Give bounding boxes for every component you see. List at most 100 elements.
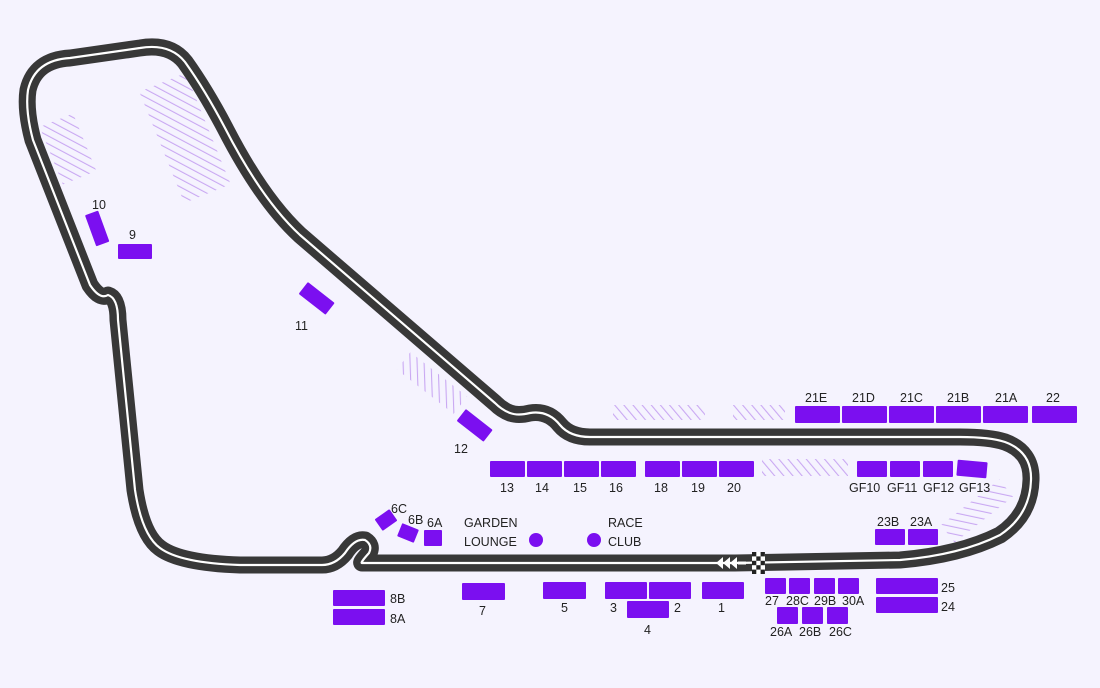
stand-label: 6A — [427, 516, 443, 530]
stand-23A[interactable] — [908, 529, 938, 545]
stand-label: 6B — [408, 513, 423, 527]
stand-label: 14 — [535, 481, 549, 495]
stand-19[interactable] — [682, 461, 717, 477]
stand-label: 19 — [691, 481, 705, 495]
stand-3[interactable] — [605, 582, 647, 599]
stand-2[interactable] — [649, 582, 691, 599]
stand-label: 23B — [877, 515, 899, 529]
hatched-area — [39, 113, 97, 185]
stand-label: 18 — [654, 481, 668, 495]
stand-label: 10 — [92, 198, 106, 212]
stand-label: 9 — [129, 228, 136, 242]
hatched-area — [139, 73, 231, 203]
stand-6A[interactable] — [424, 530, 442, 546]
stand-21B[interactable] — [936, 406, 981, 423]
stand-4[interactable] — [627, 601, 669, 618]
stand-label: 2 — [674, 601, 681, 615]
hatched-area — [762, 459, 848, 476]
stand-14[interactable] — [527, 461, 562, 477]
stand-GF12[interactable] — [923, 461, 953, 477]
stand-21C[interactable] — [889, 406, 934, 423]
stand-label: 25 — [941, 581, 955, 595]
stand-label: 30A — [842, 594, 865, 608]
garden-lounge-label: GARDEN — [464, 516, 517, 530]
stand-label: 21E — [805, 391, 827, 405]
stand-label: 5 — [561, 601, 568, 615]
stand-6B[interactable] — [397, 523, 419, 543]
stand-label: 26B — [799, 625, 821, 639]
hatched-area — [941, 479, 1013, 543]
hospitality: GARDEN LOUNGE RACE CLUB — [464, 516, 643, 549]
stand-label: 21A — [995, 391, 1018, 405]
stand-10[interactable] — [85, 210, 110, 247]
stand-label: 21C — [900, 391, 923, 405]
stand-label: 6C — [391, 502, 407, 516]
stand-label: 8A — [390, 612, 406, 626]
stand-21D[interactable] — [842, 406, 887, 423]
stand-15[interactable] — [564, 461, 599, 477]
stand-25[interactable] — [876, 578, 938, 594]
stand-label: 3 — [610, 601, 617, 615]
stand-GF10[interactable] — [857, 461, 887, 477]
stand-GF13[interactable] — [956, 459, 988, 479]
stand-8B[interactable] — [333, 590, 385, 606]
stand-label: 21D — [852, 391, 875, 405]
stand-11[interactable] — [299, 282, 335, 315]
race-track — [18, 38, 1040, 574]
stand-label: 24 — [941, 600, 955, 614]
stand-12[interactable] — [457, 409, 493, 442]
stand-28C[interactable] — [789, 578, 810, 594]
stand-label: 7 — [479, 604, 486, 618]
race-club-label: RACE — [608, 516, 643, 530]
stand-21A[interactable] — [983, 406, 1028, 423]
stand-26B[interactable] — [802, 607, 823, 624]
stand-22[interactable] — [1032, 406, 1077, 423]
stand-label: 21B — [947, 391, 969, 405]
hatched-areas — [39, 73, 1013, 543]
hatched-area — [396, 352, 468, 414]
stand-label: 4 — [644, 623, 651, 637]
stand-13[interactable] — [490, 461, 525, 477]
stand-9[interactable] — [118, 244, 152, 259]
stand-1[interactable] — [702, 582, 744, 599]
stand-label: 26C — [829, 625, 852, 639]
garden-lounge-marker[interactable] — [529, 533, 543, 547]
stand-label: 26A — [770, 625, 793, 639]
stand-8A[interactable] — [333, 609, 385, 625]
garden-lounge-label: LOUNGE — [464, 535, 517, 549]
stand-5[interactable] — [543, 582, 586, 599]
stand-label: 29B — [814, 594, 836, 608]
stand-label: 13 — [500, 481, 514, 495]
stand-7[interactable] — [462, 583, 505, 600]
stand-6C[interactable] — [375, 509, 398, 531]
stand-label: GF11 — [887, 481, 917, 495]
stand-21E[interactable] — [795, 406, 840, 423]
stand-30A[interactable] — [838, 578, 859, 594]
race-club-marker[interactable] — [587, 533, 601, 547]
stand-23B[interactable] — [875, 529, 905, 545]
finish-line-icon — [752, 552, 765, 574]
stand-label: 27 — [765, 594, 779, 608]
stand-label: 12 — [454, 442, 468, 456]
stand-20[interactable] — [719, 461, 754, 477]
stand-label: 28C — [786, 594, 809, 608]
stand-label: 16 — [609, 481, 623, 495]
stand-label: GF13 — [959, 481, 990, 495]
stand-label: 23A — [910, 515, 933, 529]
stand-label: 22 — [1046, 391, 1060, 405]
stand-label: GF10 — [849, 481, 880, 495]
stand-label: GF12 — [923, 481, 954, 495]
direction-arrows-icon — [716, 557, 746, 569]
stand-24[interactable] — [876, 597, 938, 613]
race-club-label: CLUB — [608, 535, 641, 549]
stand-26A[interactable] — [777, 607, 798, 624]
stand-GF11[interactable] — [890, 461, 920, 477]
stand-18[interactable] — [645, 461, 680, 477]
stand-27[interactable] — [765, 578, 786, 594]
stand-29B[interactable] — [814, 578, 835, 594]
grandstands: 10 9 11 12 13 14 15 16 18 19 20 21E 21D … — [85, 198, 1077, 639]
stand-label: 20 — [727, 481, 741, 495]
stand-26C[interactable] — [827, 607, 848, 624]
stand-16[interactable] — [601, 461, 636, 477]
